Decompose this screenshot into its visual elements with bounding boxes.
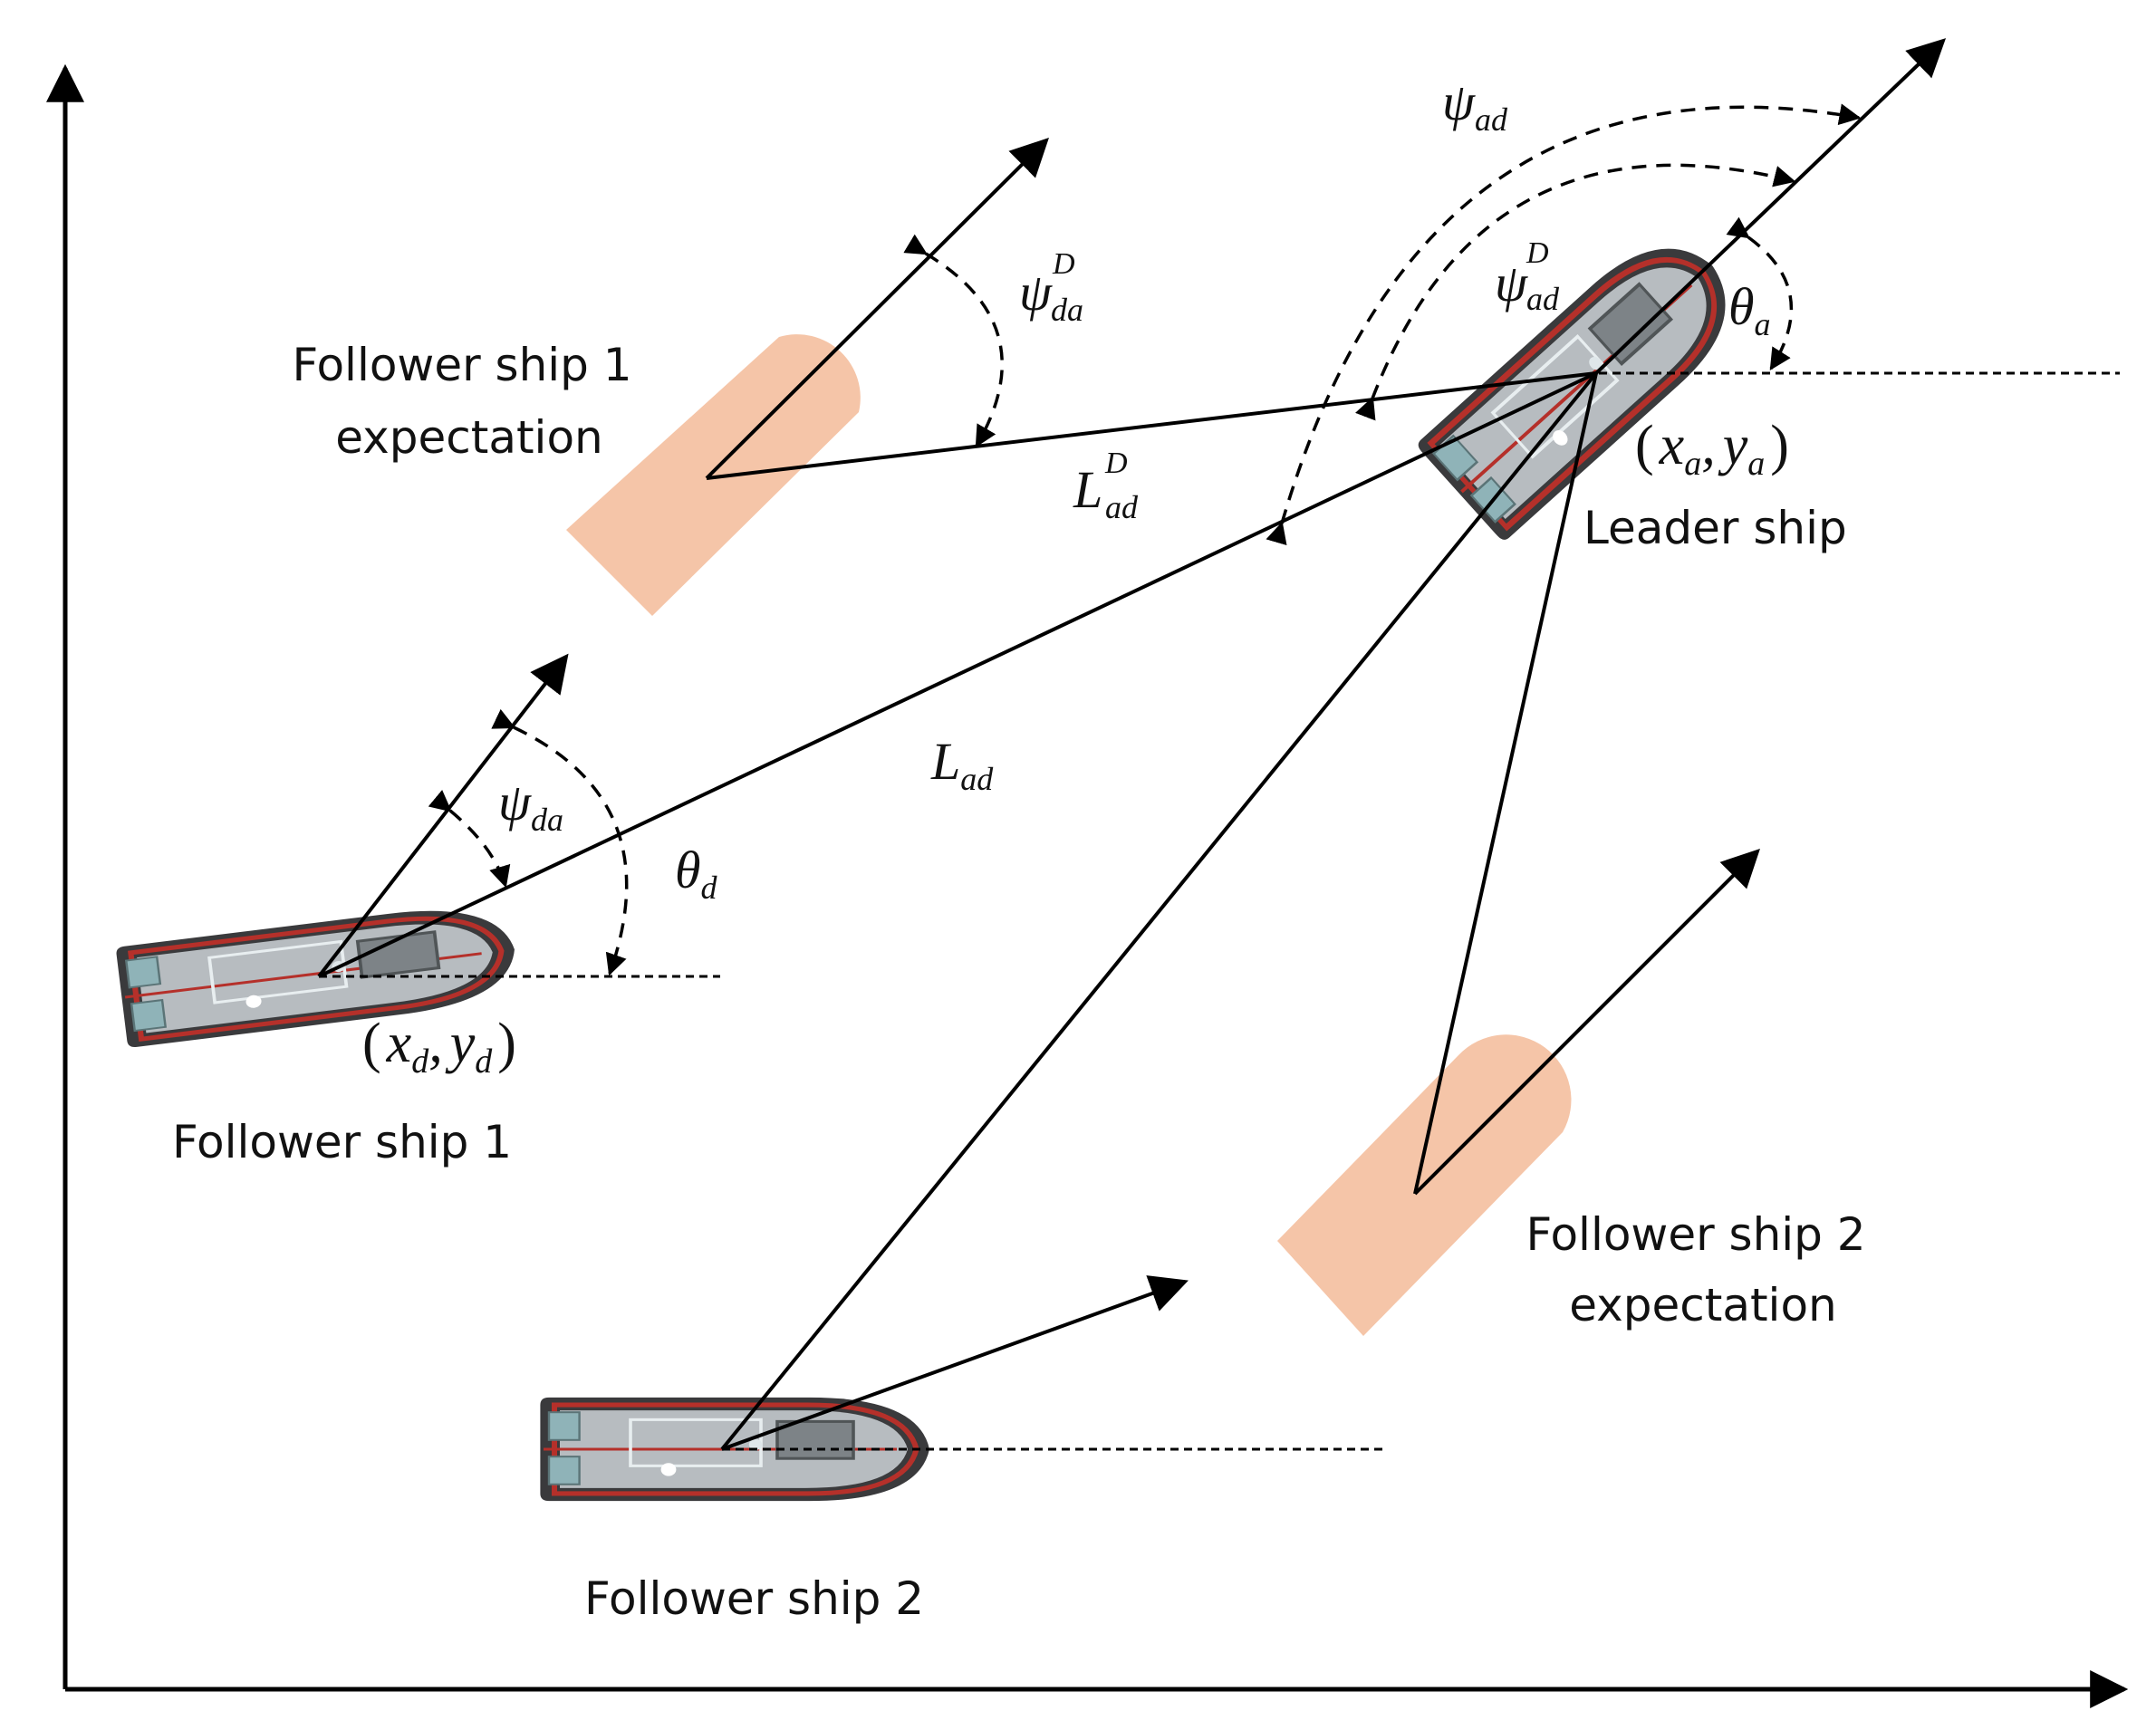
arc-theta-a [1726, 216, 1794, 371]
symbol-theta-d: θd [675, 841, 718, 906]
arc-psi-ad [1266, 103, 1862, 546]
follower-2-expectation-heading-arrow [1413, 849, 1760, 1196]
arc-psi-da [428, 789, 511, 889]
arc-theta-d [491, 708, 629, 976]
arc-psi-ad-D [1355, 163, 1796, 421]
symbol-psi-da: ψda [498, 773, 563, 838]
symbol-psi-da-D: ψ D da [1019, 226, 1088, 328]
coordinate-leader: (xa,ya) [1635, 415, 1789, 483]
symbol-psi-ad-D: ψ D ad [1495, 216, 1562, 317]
follower-ship-2-label: Follower ship 2 [584, 1572, 924, 1625]
symbol-L-ad-D: L D ad [1073, 426, 1141, 525]
follower-1-expectation-heading-arrow [705, 138, 1049, 480]
leader-ship-label: Leader ship [1583, 502, 1847, 554]
follower-ship-1-expectation-label: Follower ship 1 expectation [292, 339, 646, 464]
follower-ship-1-label: Follower ship 1 [172, 1116, 512, 1168]
symbol-psi-ad: ψad [1442, 72, 1508, 138]
line-leader-to-follower-2 [720, 371, 1598, 1451]
follower-ship-2-hull [540, 1398, 929, 1501]
follower-ship-1-expectation-shape [566, 334, 861, 616]
symbol-L-ad: Lad [930, 732, 994, 797]
symbol-theta-a: θa [1728, 277, 1771, 342]
arc-psi-da-D [903, 234, 1004, 448]
coordinate-follower-1: (xd,yd) [362, 1013, 516, 1081]
follower-2-heading-arrow [721, 1275, 1189, 1451]
follower-ship-2-expectation-label: Follower ship 2 expectation [1526, 1208, 1880, 1331]
